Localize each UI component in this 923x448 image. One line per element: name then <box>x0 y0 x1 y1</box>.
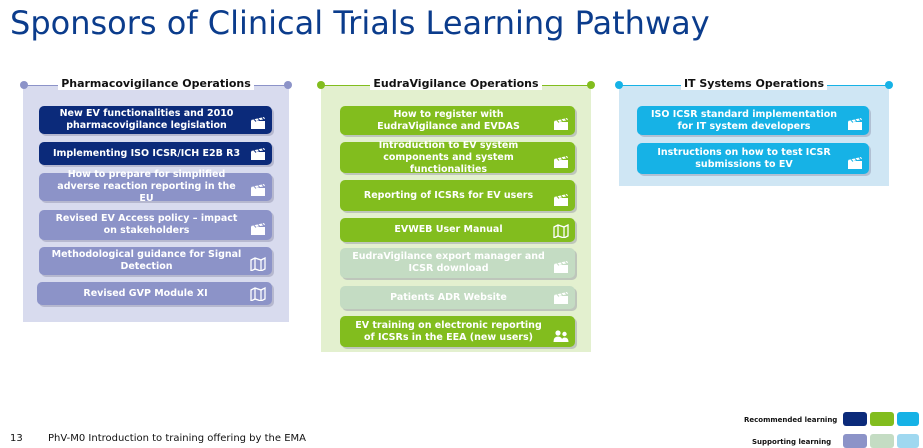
course-label: Patients ADR Website <box>390 291 507 303</box>
course-card[interactable]: Revised EV Access policy – impact on sta… <box>39 210 272 240</box>
page-number: 13 <box>10 433 23 444</box>
course-label: ISO ICSR standard implementation for IT … <box>650 108 838 132</box>
bullet-dot-icon <box>317 81 325 89</box>
course-label: Revised GVP Module XI <box>83 287 208 299</box>
course-card[interactable]: Patients ADR Website <box>340 286 575 309</box>
panel-title: EudraVigilance Operations <box>370 77 542 90</box>
panel-pharmacovigilance: Pharmacovigilance Operations New EV func… <box>20 76 292 324</box>
course-label: How to prepare for simplified adverse re… <box>57 169 236 204</box>
map-icon <box>250 257 266 271</box>
clapperboard-icon <box>554 292 568 304</box>
course-card[interactable]: ISO ICSR standard implementation for IT … <box>637 106 869 135</box>
clapperboard-icon <box>554 261 568 273</box>
course-card[interactable]: EVWEB User Manual <box>340 218 575 242</box>
bullet-dot-icon <box>885 81 893 89</box>
legend-swatch-dark-blue <box>843 412 867 426</box>
clapperboard-icon <box>554 156 568 168</box>
legend-swatch-light-green <box>870 434 894 448</box>
panel-eudravigilance: EudraVigilance Operations How to registe… <box>317 76 595 354</box>
clapperboard-icon <box>848 118 862 130</box>
bullet-dot-icon <box>615 81 623 89</box>
clapperboard-icon <box>251 148 265 160</box>
course-label: Methodological guidance for Signal Detec… <box>51 249 242 272</box>
course-label: Introduction to EV system components and… <box>378 139 519 175</box>
bullet-dot-icon <box>20 81 28 89</box>
course-card[interactable]: EudraVigilance export manager and ICSR d… <box>340 248 575 278</box>
panel-it-systems: IT Systems Operations ISO ICSR standard … <box>615 76 893 188</box>
course-label: EudraVigilance export manager and ICSR d… <box>352 251 545 274</box>
people-icon <box>553 330 569 342</box>
clapperboard-icon <box>848 157 862 169</box>
footer-text: PhV-M0 Introduction to training offering… <box>48 433 307 444</box>
course-label: Revised EV Access policy – impact on sta… <box>55 213 238 236</box>
course-card[interactable]: EV training on electronic reporting of I… <box>340 316 575 347</box>
course-card[interactable]: Introduction to EV system components and… <box>340 139 575 175</box>
course-label: How to register with EudraVigilance and … <box>377 108 520 132</box>
clapperboard-icon <box>251 223 265 235</box>
clapperboard-icon <box>251 184 265 196</box>
course-card[interactable]: Methodological guidance for Signal Detec… <box>39 247 272 275</box>
panel-title: IT Systems Operations <box>680 77 828 90</box>
legend-swatch-cyan <box>897 412 919 426</box>
course-card[interactable]: Implementing ISO ICSR/ICH E2B R3 <box>39 142 272 165</box>
course-label: New EV functionalities and 2010 pharmaco… <box>59 108 234 131</box>
clapperboard-icon <box>554 194 568 206</box>
map-icon <box>553 224 569 238</box>
bullet-dot-icon <box>587 81 595 89</box>
course-label: Instructions on how to test ICSR submiss… <box>657 146 831 170</box>
clapperboard-icon <box>554 118 568 130</box>
course-card[interactable]: How to register with EudraVigilance and … <box>340 106 575 135</box>
course-label: Implementing ISO ICSR/ICH E2B R3 <box>52 147 241 159</box>
course-label: EV training on electronic reporting of I… <box>355 319 542 343</box>
page-title: Sponsors of Clinical Trials Learning Pat… <box>10 4 710 42</box>
course-card[interactable]: Revised GVP Module XI <box>37 282 272 305</box>
legend-swatch-light-cyan <box>897 434 919 448</box>
legend-supporting-label: Supporting learning <box>752 438 832 446</box>
clapperboard-icon <box>251 117 265 129</box>
map-icon <box>250 287 266 301</box>
bullet-dot-icon <box>284 81 292 89</box>
panel-title: Pharmacovigilance Operations <box>58 77 254 90</box>
course-card[interactable]: New EV functionalities and 2010 pharmaco… <box>39 106 272 134</box>
course-card[interactable]: How to prepare for simplified adverse re… <box>39 169 272 204</box>
course-card[interactable]: Reporting of ICSRs for EV users <box>340 180 575 211</box>
legend-swatch-light-purple <box>843 434 867 448</box>
legend-swatch-green <box>870 412 894 426</box>
legend-recommended-label: Recommended learning <box>744 416 838 424</box>
course-card[interactable]: Instructions on how to test ICSR submiss… <box>637 143 869 174</box>
course-label: Reporting of ICSRs for EV users <box>363 189 534 201</box>
course-label: EVWEB User Manual <box>394 224 503 235</box>
